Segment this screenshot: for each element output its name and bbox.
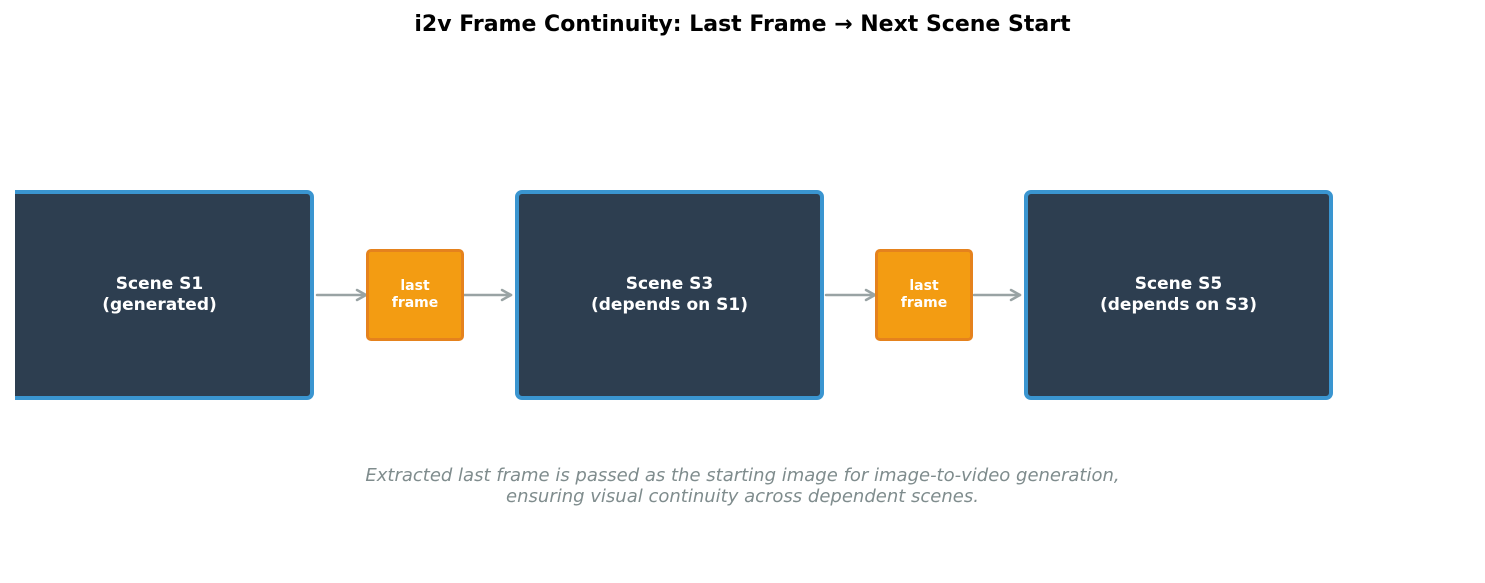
arrow-frame2-to-s5 <box>972 288 1022 302</box>
scene-s5-title: Scene S5 <box>1134 274 1223 294</box>
scene-box-s1: Scene S1 (generated) <box>5 190 314 400</box>
diagram-title: i2v Frame Continuity: Last Frame → Next … <box>414 12 1071 37</box>
last-frame-box-1: last frame <box>366 249 464 341</box>
arrow-s3-to-frame2 <box>824 288 877 302</box>
scene-box-s5: Scene S5 (depends on S3) <box>1024 190 1333 400</box>
scene-s1-title: Scene S1 <box>115 274 204 294</box>
caption-line-2: ensuring visual continuity across depend… <box>506 486 979 507</box>
last-frame-1-line1: last <box>400 278 430 294</box>
last-frame-2-line2: frame <box>900 295 948 311</box>
scene-s3-subtitle: (depends on S1) <box>590 295 749 315</box>
scene-s3-title: Scene S3 <box>625 274 714 294</box>
arrow-s1-to-frame1 <box>315 288 368 302</box>
arrow-frame1-to-s3 <box>462 288 513 302</box>
scene-s1-subtitle: (generated) <box>102 295 217 315</box>
last-frame-box-2: last frame <box>875 249 973 341</box>
last-frame-2-line1: last <box>909 278 939 294</box>
scene-box-s3: Scene S3 (depends on S1) <box>515 190 824 400</box>
last-frame-1-line2: frame <box>391 295 439 311</box>
diagram-caption: Extracted last frame is passed as the st… <box>0 465 1485 507</box>
left-edge-mask <box>0 180 15 410</box>
caption-line-1: Extracted last frame is passed as the st… <box>365 465 1120 486</box>
scene-s5-subtitle: (depends on S3) <box>1099 295 1258 315</box>
